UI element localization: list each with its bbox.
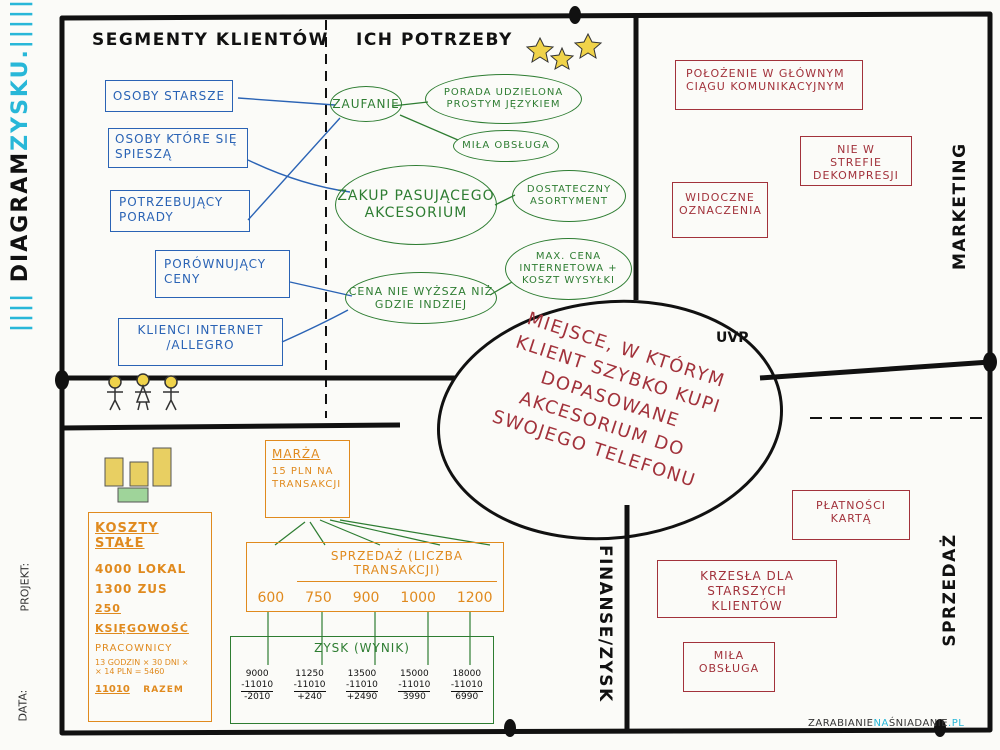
fixed-cost-line: 250 KSIĘGOWOŚĆ [95, 602, 189, 635]
coins-doodle [104, 447, 172, 503]
transaction-count: 900 [352, 590, 380, 606]
profit-gross: 18000 [452, 669, 482, 679]
side-bars-left: |||| [7, 291, 33, 333]
profit-cost: -11010 [241, 680, 274, 692]
profit-gross: 13500 [347, 669, 377, 679]
profit-cost: -11010 [450, 680, 483, 692]
need-sub: MAX. CENA INTERNETOWA + KOSZT WYSYŁKI [505, 238, 632, 300]
marketing-label: MARKETING [950, 142, 970, 270]
marketing-item: WIDOCZNE OZNACZENIA [672, 182, 768, 238]
sales-item: MIŁA OBSŁUGA [683, 642, 775, 692]
profit-result: +2490 [346, 692, 378, 702]
margin-text: 15 PLN NA TRANSAKCJI [272, 466, 342, 490]
need-sub: MIŁA OBSŁUGA [453, 130, 559, 162]
segment-item: OSOBY KTÓRE SIĘ SPIESZĄ [108, 128, 248, 168]
need-main: CENA NIE WYŻSZA NIŻ GDZIE INDZIEJ [345, 272, 497, 324]
sales-count-title: SPRZEDAŻ (LICZBA TRANSAKCJI) [297, 549, 497, 582]
brand-part: NA [873, 718, 889, 729]
needs-heading: ICH POTRZEBY [356, 30, 513, 50]
profit-gross: 15000 [400, 669, 429, 679]
profit-col: 9000 -11010 -2010 [241, 669, 274, 703]
segment-item: PORÓWNUJĄCY CENY [155, 250, 290, 298]
marketing-item: POŁOŻENIE W GŁÓWNYM CIĄGU KOMUNIKACYJNYM [675, 60, 863, 110]
brand-part: ZARABIANIE [808, 718, 874, 729]
profit-result: 3990 [402, 692, 426, 702]
profit-cost: -11010 [398, 680, 431, 692]
need-sub: PORADA UDZIELONA PROSTYM JĘZYKIEM [425, 74, 582, 124]
date-label: DATA: [16, 689, 30, 722]
transaction-count: 750 [305, 590, 332, 606]
profit-result: 6990 [455, 692, 479, 702]
segment-item: POTRZEBUJĄCY PORADY [110, 190, 250, 232]
project-label: PROJEKT: [18, 562, 32, 612]
fixed-costs-box: KOSZTY STAŁE 4000 LOKAL 1300 ZUS 250 KSI… [88, 512, 212, 722]
sales-item: KRZESŁA DLA STARSZYCH KLIENTÓW [657, 560, 837, 618]
profit-result: +240 [297, 692, 322, 702]
side-title-prefix: DIAGRAM [7, 150, 33, 283]
people-doodle [107, 373, 179, 411]
transaction-count: 600 [257, 590, 285, 606]
fixed-cost-line: 1300 ZUS [95, 582, 168, 596]
uvp-label: UVP [716, 330, 749, 346]
sales-count-box: SPRZEDAŻ (LICZBA TRANSAKCJI) 600 750 900… [246, 542, 504, 612]
segment-item: OSOBY STARSZE [105, 80, 233, 112]
side-title: |||| DIAGRAM ZYSKU .|||||| [0, 0, 40, 332]
profit-box: ZYSK (WYNIK) 9000 -11010 -2010 11250 -11… [230, 636, 494, 724]
marketing-item: NIE W STREFIE DEKOMPRESJI [800, 136, 912, 186]
profit-gross: 11250 [295, 669, 324, 679]
brand-part: ŚNIADANIE [888, 718, 949, 729]
need-sub: DOSTATECZNY ASORTYMENT [512, 170, 626, 222]
finance-label: FINANSE/ZYSK [595, 545, 615, 703]
profit-cost: -11010 [293, 680, 326, 692]
workers-title: PRACOWNICY [95, 643, 173, 654]
workers-calc: × 14 PLN = 5460 [95, 667, 165, 676]
profit-col: 18000 -11010 6990 [450, 669, 483, 703]
side-bars-right: .|||||| [7, 0, 33, 59]
brand-part: .PL [948, 718, 965, 729]
fixed-cost-line: 4000 LOKAL [95, 562, 187, 576]
need-main: ZAKUP PASUJĄCEGO AKCESORIUM [335, 165, 497, 245]
segments-heading: SEGMENTY KLIENTÓW [92, 30, 329, 50]
margin-box: MARŻA 15 PLN NA TRANSAKCJI [265, 440, 350, 518]
profit-col: 13500 -11010 +2490 [346, 669, 378, 703]
fixed-costs-total: 11010 [95, 684, 130, 695]
profit-col: 11250 -11010 +240 [293, 669, 326, 703]
profit-cost: -11010 [346, 680, 378, 692]
fixed-costs-title: KOSZTY STAŁE [95, 521, 159, 551]
side-title-accent: ZYSKU [7, 58, 33, 151]
profit-gross: 9000 [245, 669, 269, 679]
sales-label: SPRZEDAŻ [940, 533, 960, 647]
profit-result: -2010 [244, 692, 271, 702]
fixed-costs-total-label: RAZEM [143, 685, 184, 695]
transaction-count: 1200 [456, 590, 493, 606]
workers-calc: 13 GODZIN × 30 DNI × [95, 658, 189, 667]
profit-col: 15000 -11010 3990 [398, 669, 431, 703]
transaction-count: 1000 [400, 590, 436, 606]
need-main: ZAUFANIE [330, 86, 402, 122]
profit-title: ZYSK (WYNIK) [314, 641, 410, 655]
margin-title: MARŻA [272, 447, 321, 461]
sales-item: PŁATNOŚCI KARTĄ [792, 490, 910, 540]
footer-brand: ZARABIANIENAŚNIADANIE.PL [808, 718, 964, 729]
segment-item: KLIENCI INTERNET /ALLEGRO [118, 318, 283, 366]
